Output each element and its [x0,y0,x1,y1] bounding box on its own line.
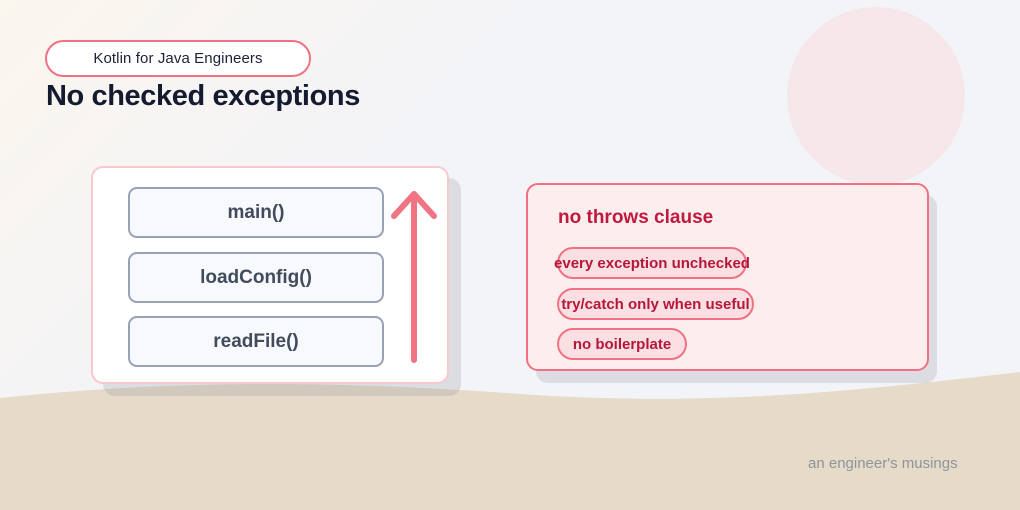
pill-try-catch-only: try/catch only when useful [557,288,754,320]
page-title: No checked exceptions [46,80,360,112]
footer-signature: an engineer's musings [808,455,958,472]
propagation-arrow-icon [391,191,437,363]
stack-frame-read-file: readFile() [128,316,384,367]
pill-every-exception-unchecked: every exception unchecked [554,247,750,279]
background-circle [787,7,965,185]
stack-frame-main: main() [128,187,384,238]
pill-no-boilerplate: no boilerplate [557,328,687,360]
info-title: no throws clause [558,207,714,228]
stack-frame-load-config: loadConfig() [128,252,384,303]
series-badge: Kotlin for Java Engineers [45,40,311,77]
throws-info-panel: no throws clause every exception uncheck… [526,183,929,371]
call-stack-panel: main() loadConfig() readFile() [91,166,449,384]
